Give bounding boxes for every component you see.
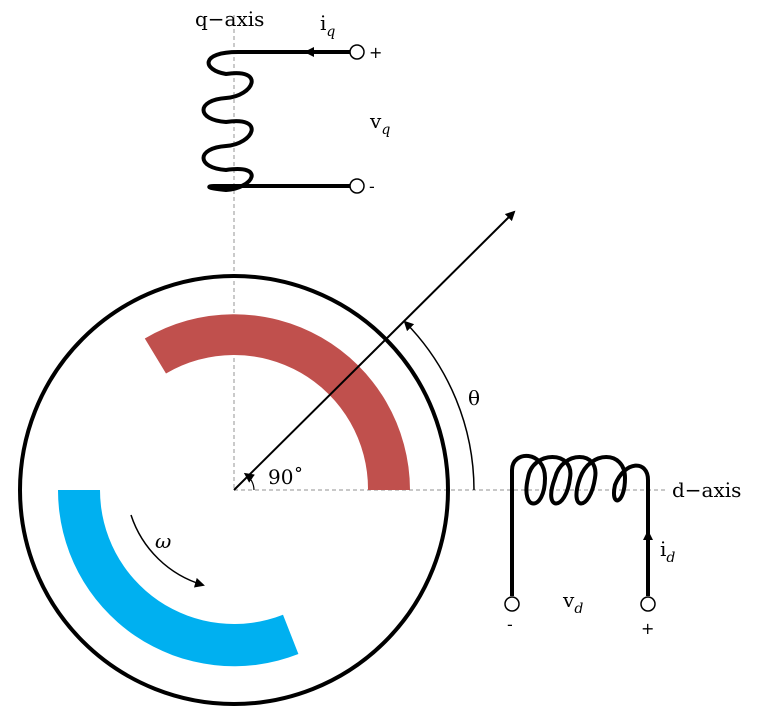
rotor-direction-arrow bbox=[233, 210, 516, 491]
q-plus-sign: + bbox=[369, 43, 382, 62]
ninety-degree-label: 90˚ bbox=[268, 465, 303, 489]
id-label: id bbox=[660, 537, 675, 566]
d-terminal-minus bbox=[504, 596, 520, 612]
stator-circle bbox=[18, 274, 450, 706]
d-axis-coil bbox=[510, 453, 650, 596]
omega-arrow bbox=[130, 514, 205, 588]
theta-label: θ bbox=[468, 386, 480, 410]
d-terminal-plus bbox=[640, 596, 656, 612]
theta-arrow bbox=[403, 320, 475, 491]
iq-label: iq bbox=[320, 11, 335, 40]
omega-label: ω bbox=[155, 529, 171, 553]
rotor-pole-south bbox=[57, 490, 299, 667]
q-axis-coil bbox=[201, 50, 350, 192]
ninety-degree-arc bbox=[243, 472, 255, 491]
vq-label: vq bbox=[369, 109, 390, 138]
q-minus-sign: - bbox=[369, 177, 375, 196]
d-minus-sign: - bbox=[507, 615, 513, 634]
vd-label: vd bbox=[562, 588, 583, 617]
d-plus-sign: + bbox=[641, 619, 654, 638]
d-axis-label: d−axis bbox=[672, 478, 741, 502]
q-terminal-plus bbox=[349, 44, 365, 60]
q-terminal-minus bbox=[349, 178, 365, 194]
q-axis-label: q−axis bbox=[195, 7, 264, 31]
rotor-pole-north bbox=[144, 314, 411, 490]
